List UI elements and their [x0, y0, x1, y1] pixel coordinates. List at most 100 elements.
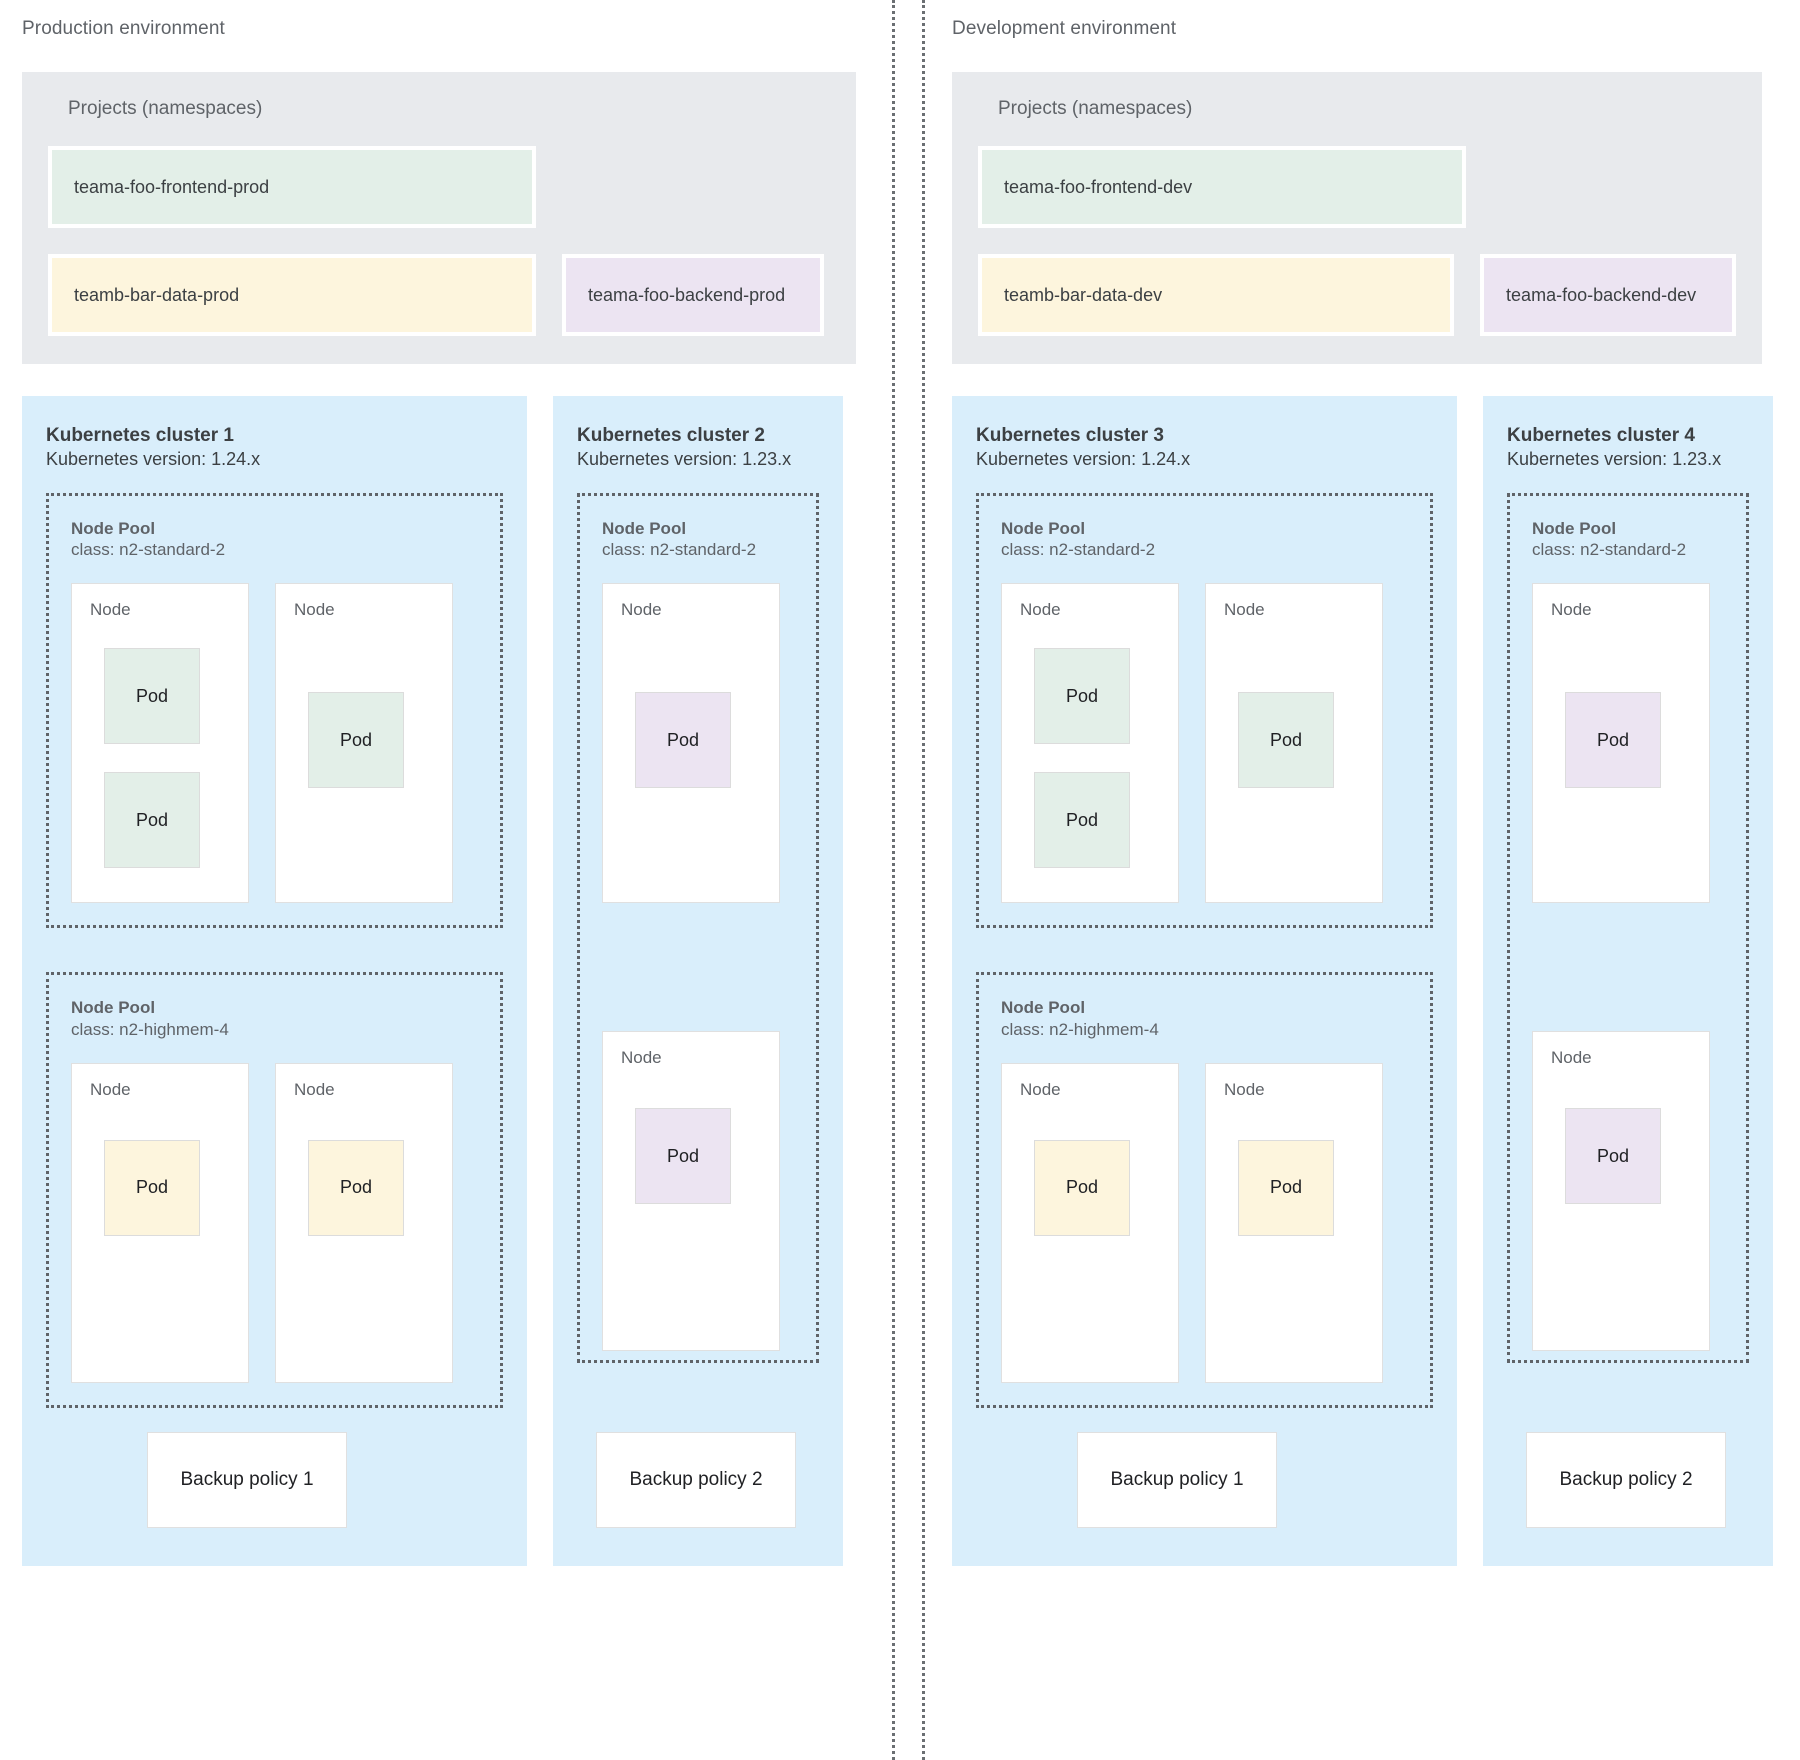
- pod[interactable]: Pod: [308, 1139, 404, 1236]
- namespace-chip[interactable]: teama-foo-frontend-dev: [978, 146, 1466, 228]
- environment-title: Development environment: [952, 18, 1177, 39]
- projects-panel-title: Projects (namespaces): [68, 98, 263, 119]
- pod-label: Pod: [339, 729, 373, 750]
- node-label: Node: [1551, 600, 1592, 620]
- node[interactable]: Node Pod Pod: [71, 583, 249, 904]
- node-pool: Node Pool class: n2-standard-2 Node Pod …: [976, 493, 1433, 929]
- node-pool-class: class: n2-standard-2: [1532, 540, 1687, 560]
- pod[interactable]: Pod: [635, 692, 731, 789]
- cluster-name: Kubernetes cluster 1: [46, 425, 234, 446]
- node-row: Node Pod: [602, 583, 796, 904]
- node[interactable]: Node Pod: [1532, 583, 1710, 904]
- pod[interactable]: Pod: [1238, 692, 1334, 789]
- node-pool-class: class: n2-standard-2: [1001, 540, 1156, 560]
- namespace-label: teama-foo-frontend-dev: [1004, 176, 1193, 197]
- pod-label: Pod: [135, 1177, 169, 1198]
- namespace-chip[interactable]: teama-foo-backend-prod: [562, 254, 824, 336]
- node-pool: Node Pool class: n2-standard-2 Node Pod …: [1507, 493, 1749, 1364]
- node-pool-name: Node Pool: [71, 519, 156, 539]
- environment-divider-line: [922, 0, 925, 1760]
- pod-label: Pod: [1065, 685, 1099, 706]
- pod[interactable]: Pod: [1238, 1139, 1334, 1236]
- pod-label: Pod: [135, 809, 169, 830]
- node-pool-name: Node Pool: [1001, 519, 1086, 539]
- cluster-panel[interactable]: Kubernetes cluster 1 Kubernetes version:…: [22, 396, 527, 1566]
- node-pool: Node Pool class: n2-highmem-4 Node Pod N…: [46, 972, 503, 1408]
- environment-development: Development environment Projects (namesp…: [930, 0, 1800, 1760]
- node-row: Node Pod: [602, 1031, 796, 1352]
- namespace-chip[interactable]: teama-foo-frontend-prod: [48, 146, 536, 228]
- node[interactable]: Node Pod: [275, 1062, 453, 1383]
- backup-policy[interactable]: Backup policy 2: [1526, 1432, 1726, 1528]
- pod[interactable]: Pod: [635, 1108, 731, 1205]
- node-row: Node Pod: [1532, 583, 1726, 904]
- namespace-row-spacer: [562, 146, 830, 228]
- cluster-panel[interactable]: Kubernetes cluster 3 Kubernetes version:…: [952, 396, 1457, 1566]
- namespace-label: teama-foo-backend-dev: [1506, 284, 1697, 305]
- node[interactable]: Node Pod: [1532, 1031, 1710, 1352]
- node[interactable]: Node Pod Pod: [1001, 583, 1179, 904]
- node-pool-name: Node Pool: [71, 998, 156, 1018]
- node-pool-class: class: n2-highmem-4: [1001, 1019, 1159, 1039]
- pod[interactable]: Pod: [1565, 1108, 1661, 1205]
- node[interactable]: Node Pod: [71, 1062, 249, 1383]
- namespace-label: teamb-bar-data-dev: [1004, 284, 1163, 305]
- node[interactable]: Node Pod: [275, 583, 453, 904]
- backup-policy[interactable]: Backup policy 1: [1077, 1432, 1277, 1528]
- node[interactable]: Node Pod: [602, 583, 780, 904]
- pod-label: Pod: [1596, 729, 1630, 750]
- node-pool: Node Pool class: n2-standard-2 Node Pod …: [46, 493, 503, 929]
- pod-label: Pod: [1596, 1145, 1630, 1166]
- node[interactable]: Node Pod: [1001, 1062, 1179, 1383]
- pod[interactable]: Pod: [104, 772, 200, 869]
- clusters-container: Kubernetes cluster 3 Kubernetes version:…: [952, 396, 1800, 1566]
- cluster-name: Kubernetes cluster 3: [976, 425, 1164, 446]
- pod[interactable]: Pod: [308, 692, 404, 789]
- cluster-panel[interactable]: Kubernetes cluster 2 Kubernetes version:…: [553, 396, 843, 1566]
- node[interactable]: Node Pod: [1205, 1062, 1383, 1383]
- node-label: Node: [621, 600, 662, 620]
- clusters-container: Kubernetes cluster 1 Kubernetes version:…: [22, 396, 880, 1566]
- namespace-row: teamb-bar-data-prod teama-foo-backend-pr…: [48, 254, 830, 336]
- cluster-version: Kubernetes version: 1.24.x: [46, 448, 261, 469]
- projects-panel: Projects (namespaces) teama-foo-frontend…: [952, 72, 1762, 364]
- node-label: Node: [1224, 1079, 1265, 1099]
- node-label: Node: [1551, 1048, 1592, 1068]
- backup-policy[interactable]: Backup policy 2: [596, 1432, 796, 1528]
- backup-policy-label: Backup policy 1: [180, 1469, 314, 1490]
- cluster-name: Kubernetes cluster 4: [1507, 425, 1695, 446]
- namespace-chip[interactable]: teamb-bar-data-dev: [978, 254, 1455, 336]
- namespace-chip[interactable]: teamb-bar-data-prod: [48, 254, 536, 336]
- backup-policy-label: Backup policy 2: [629, 1469, 763, 1490]
- cluster-version: Kubernetes version: 1.23.x: [1507, 448, 1722, 469]
- pod[interactable]: Pod: [104, 1139, 200, 1236]
- namespace-label: teamb-bar-data-prod: [74, 284, 240, 305]
- namespace-label: teama-foo-backend-prod: [588, 284, 786, 305]
- namespace-chip[interactable]: teama-foo-backend-dev: [1480, 254, 1736, 336]
- node-pool-name: Node Pool: [1001, 998, 1086, 1018]
- pod-label: Pod: [666, 729, 700, 750]
- pod-label: Pod: [135, 685, 169, 706]
- node[interactable]: Node Pod: [1205, 583, 1383, 904]
- namespace-row: teamb-bar-data-dev teama-foo-backend-dev: [978, 254, 1736, 336]
- node-pool-name: Node Pool: [602, 519, 687, 539]
- projects-panel: Projects (namespaces) teama-foo-frontend…: [22, 72, 856, 364]
- pod[interactable]: Pod: [104, 648, 200, 745]
- node-label: Node: [294, 1079, 335, 1099]
- node-pool-class: class: n2-highmem-4: [71, 1019, 229, 1039]
- cluster-name: Kubernetes cluster 2: [577, 425, 765, 446]
- pod-label: Pod: [339, 1177, 373, 1198]
- node-label: Node: [1224, 600, 1265, 620]
- pod[interactable]: Pod: [1034, 1139, 1130, 1236]
- pod[interactable]: Pod: [1034, 772, 1130, 869]
- node[interactable]: Node Pod: [602, 1031, 780, 1352]
- pod-label: Pod: [1065, 809, 1099, 830]
- pod[interactable]: Pod: [1034, 648, 1130, 745]
- backup-policy-label: Backup policy 1: [1110, 1469, 1244, 1490]
- backup-policy[interactable]: Backup policy 1: [147, 1432, 347, 1528]
- pod-label: Pod: [666, 1145, 700, 1166]
- pod[interactable]: Pod: [1565, 692, 1661, 789]
- cluster-panel[interactable]: Kubernetes cluster 4 Kubernetes version:…: [1483, 396, 1773, 1566]
- node-label: Node: [90, 600, 131, 620]
- environment-divider-line: [892, 0, 895, 1760]
